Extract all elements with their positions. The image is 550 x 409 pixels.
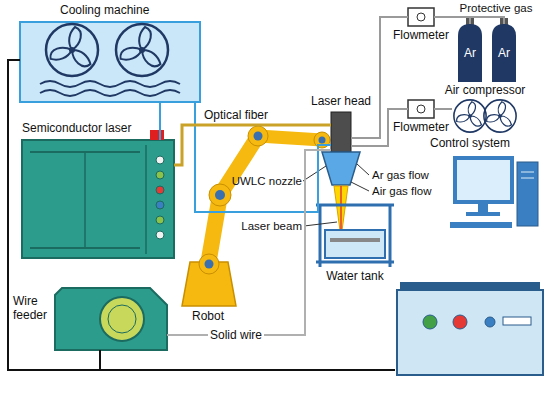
node-label: Air compressor [440, 83, 530, 97]
gas-cylinder: Ar [458, 24, 482, 82]
cylinder-label: Ar [492, 46, 516, 60]
laser-cabinet-drawing [22, 130, 174, 258]
water-tank-drawing [316, 205, 394, 267]
connector [167, 150, 331, 335]
flowmeter: Flowmeter [408, 100, 434, 118]
node-label: Control system [415, 136, 525, 150]
wire-feeder-drawing [55, 288, 167, 350]
connector [100, 350, 395, 370]
wire-feeder: Wire feeder [55, 288, 167, 350]
connector [434, 17, 504, 24]
cooling-machine: Cooling machine [20, 22, 200, 102]
node-label: Flowmeter [386, 120, 456, 134]
laser-head-drawing [322, 112, 360, 238]
connector [174, 125, 331, 165]
air-compressor-drawing [454, 100, 516, 132]
robot: Robot [178, 245, 238, 307]
connector [159, 102, 161, 140]
node-label: Water tank [310, 269, 400, 283]
node-label: Wire feeder [13, 294, 51, 322]
water-tank: Water tank [315, 205, 395, 267]
semiconductor-laser: Semiconductor laser [22, 140, 174, 258]
edge-label: Solid wire [208, 328, 264, 342]
edge-label: Optical fiber [202, 108, 270, 122]
gas-label: Protective gas [446, 1, 546, 15]
nozzle-label: UWLC nozzle [222, 174, 302, 188]
flowmeter: Flowmeter [408, 8, 434, 26]
connector [8, 60, 395, 370]
robot-drawing [182, 126, 330, 306]
node-label: Laser head [301, 94, 381, 108]
node-label: Flowmeter [386, 28, 456, 42]
connector [434, 108, 452, 110]
connector [195, 102, 331, 212]
air-compressor: Air compressor [452, 98, 518, 134]
gas-cylinder-drawing [458, 18, 516, 82]
node-label: Semiconductor laser [22, 121, 148, 135]
gas-flow-label: Ar gas flow [372, 168, 447, 182]
node-label: Robot [168, 309, 248, 323]
flowmeter-drawing [408, 8, 434, 118]
node-label: Cooling machine [60, 3, 190, 17]
gas-cylinder: Ar [492, 24, 516, 82]
cooling-machine-drawing [20, 22, 200, 102]
leader-lines [303, 164, 369, 226]
beam-label: Laser beam [232, 219, 302, 233]
connector [434, 17, 470, 24]
gas-flow-label: Air gas flow [372, 184, 447, 198]
cylinder-label: Ar [458, 46, 482, 60]
laser-head: Laser head [331, 112, 351, 152]
